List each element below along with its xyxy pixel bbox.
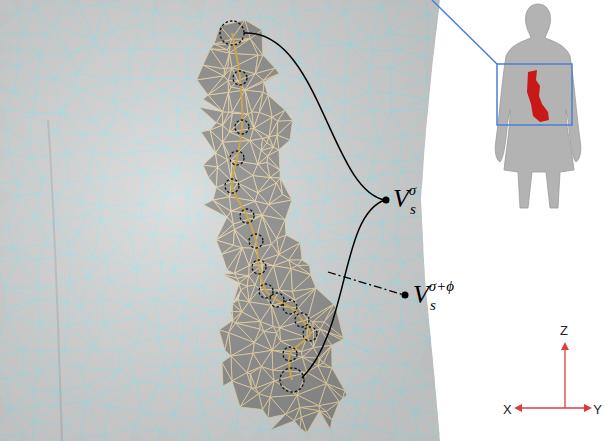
vertex-circle: [283, 300, 297, 314]
vertex-circle: [295, 313, 309, 327]
vertex-circle: [225, 179, 239, 193]
symbol-base: V: [413, 280, 429, 309]
axis-label: Z: [560, 323, 568, 338]
vertex-circle: [249, 234, 263, 248]
vertex-circle: [270, 293, 284, 307]
symbol-superscript: σ: [409, 182, 416, 198]
vertex-circle: [280, 368, 304, 392]
axis-label: Y: [593, 402, 602, 417]
axis-indicator: [514, 342, 592, 412]
vertex-circle: [259, 284, 273, 298]
axis-label: X: [503, 402, 512, 417]
set-symbol: Vsσ: [393, 182, 416, 218]
symbol-superscript: σ+ϕ: [429, 278, 454, 294]
vertex-circle: [240, 209, 254, 223]
symbol-subscript: s: [410, 201, 416, 217]
vertex-circle: [220, 21, 244, 45]
vertex-circle: [230, 151, 244, 165]
vertex-path: [220, 21, 317, 392]
vertex-circle: [235, 120, 249, 134]
vertex-circle: [233, 71, 247, 85]
vertex-circle: [303, 327, 317, 341]
symbol-subscript: s: [430, 297, 436, 313]
vertex-circle: [252, 260, 266, 274]
symbol-base: V: [393, 184, 409, 213]
leader-lines: [244, 33, 409, 378]
vertex-circle: [283, 347, 297, 361]
set-symbol: Vs σ+ϕ: [413, 278, 454, 314]
torso-mesh: [0, 0, 455, 441]
inset-figure: [432, 0, 581, 208]
